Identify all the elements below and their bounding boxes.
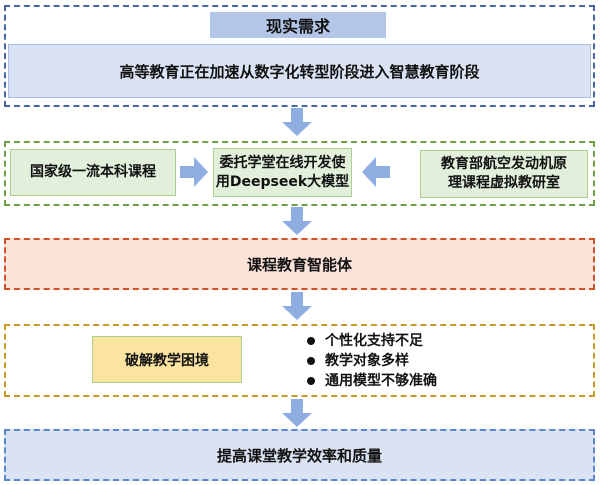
national-course-box: 国家级一流本科课程: [10, 149, 176, 196]
real-needs-title: 现实需求: [210, 12, 386, 38]
challenge-item: 通用模型不够准确: [307, 371, 437, 391]
challenges-label-box: 破解教学困境: [92, 336, 242, 383]
section-foundation: [4, 141, 595, 206]
bullet-icon: [307, 377, 315, 385]
bullet-icon: [307, 337, 315, 345]
virtual-line1: 教育部航空发动机原: [441, 156, 567, 172]
section-challenges: [4, 324, 595, 397]
bullet-icon: [307, 357, 315, 365]
section-real-needs: [4, 5, 595, 107]
deepseek-box: 委托学堂在线开发使 用Deepseek大模型: [213, 148, 352, 197]
real-needs-content: 高等教育正在加速从数字化转型阶段进入智慧教育阶段: [8, 44, 591, 98]
virtual-teaching-box: 教育部航空发动机原 理课程虚拟教研室: [420, 150, 588, 198]
challenge-text: 个性化支持不足: [325, 333, 423, 349]
challenges-list: 个性化支持不足 教学对象多样 通用模型不够准确: [307, 331, 437, 391]
deepseek-line1: 委托学堂在线开发使: [219, 154, 346, 171]
challenge-text: 通用模型不够准确: [325, 373, 437, 389]
challenge-item: 个性化支持不足: [307, 331, 437, 351]
course-agent-box: 课程教育智能体: [4, 238, 595, 290]
challenge-item: 教学对象多样: [307, 351, 437, 371]
virtual-line2: 理课程虚拟教研室: [448, 175, 560, 191]
challenge-text: 教学对象多样: [325, 353, 409, 369]
outcome-box: 提高课堂教学效率和质量: [4, 429, 595, 481]
deepseek-line2: 用Deepseek大模型: [215, 173, 350, 190]
